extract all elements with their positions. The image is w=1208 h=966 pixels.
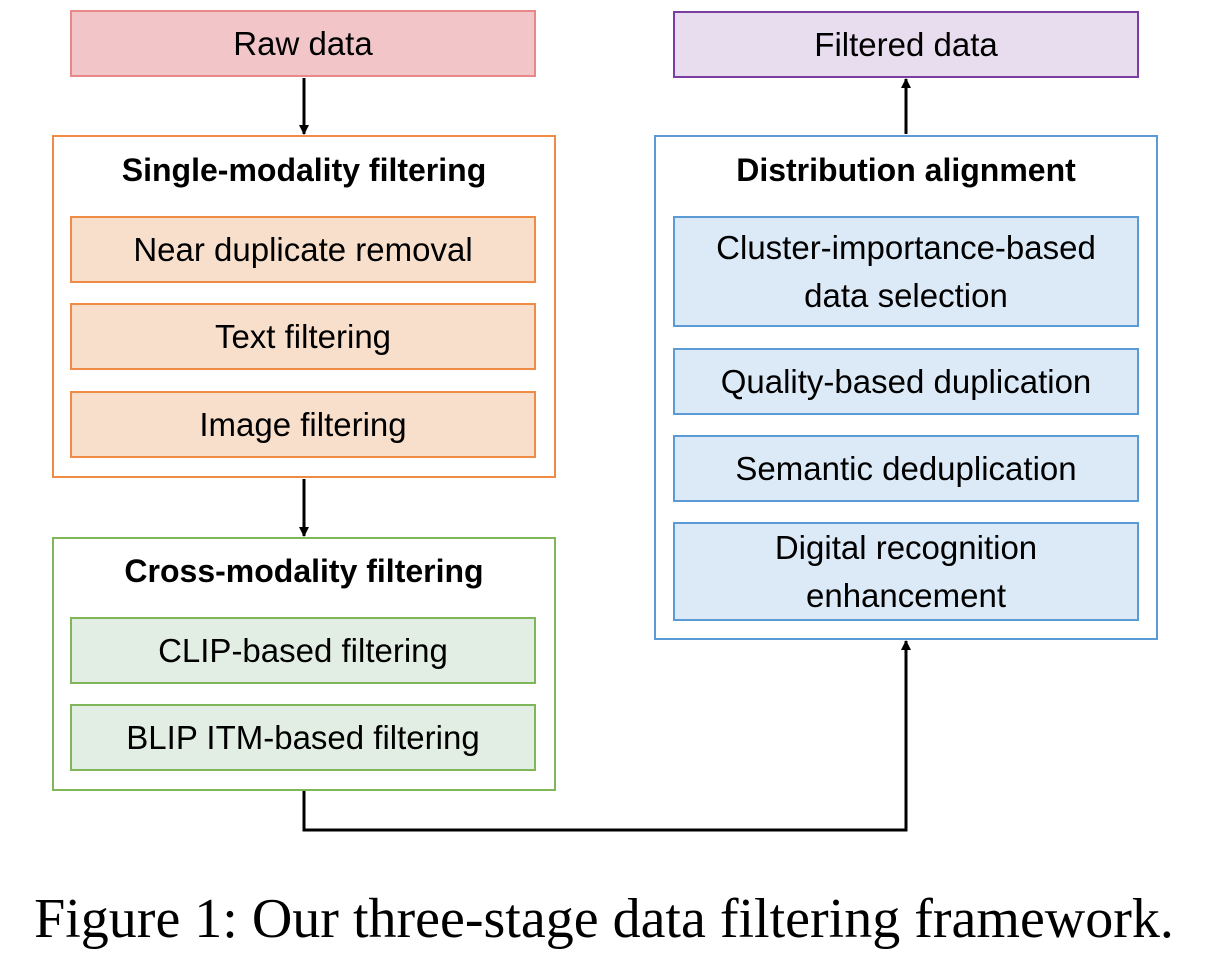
figure-caption: Figure 1: Our three-stage data filtering…: [34, 888, 1174, 950]
filtered-data-label: Filtered data: [814, 25, 998, 63]
semantic-deduplication-step: Semantic deduplication: [673, 435, 1139, 502]
distribution-alignment-title: Distribution alignment: [736, 152, 1076, 188]
digital-recognition-enhancement-step: Digital recognition enhancement: [673, 522, 1139, 621]
blip-itm-filtering-step: BLIP ITM-based filtering: [70, 704, 536, 771]
image-filtering-step: Image filtering: [70, 391, 536, 458]
near-duplicate-removal-step: Near duplicate removal: [70, 216, 536, 283]
arrow-cross-to-distribution: [302, 640, 911, 832]
quality-based-duplication-step: Quality-based duplication: [673, 348, 1139, 415]
raw-data-node: Raw data: [70, 10, 536, 77]
single-modality-title: Single-modality filtering: [121, 152, 487, 188]
image-filtering-label: Image filtering: [199, 405, 407, 443]
cluster-importance-selection-step: Cluster-importance-based data selection: [673, 216, 1139, 327]
text-filtering-label: Text filtering: [214, 317, 392, 355]
text-filtering-step: Text filtering: [70, 303, 536, 370]
quality-based-duplication-label: Quality-based duplication: [720, 362, 1092, 400]
digital-recognition-enhancement-label: Digital recognition enhancement: [774, 528, 1038, 614]
blip-itm-filtering-label: BLIP ITM-based filtering: [126, 718, 480, 756]
cluster-importance-selection-label: Cluster-importance-based data selection: [716, 228, 1096, 314]
clip-filtering-label: CLIP-based filtering: [158, 631, 448, 669]
semantic-deduplication-label: Semantic deduplication: [735, 449, 1077, 487]
raw-data-label: Raw data: [233, 24, 373, 62]
cross-modality-title: Cross-modality filtering: [124, 553, 484, 589]
near-duplicate-removal-label: Near duplicate removal: [133, 230, 473, 268]
filtered-data-node: Filtered data: [673, 11, 1139, 78]
clip-filtering-step: CLIP-based filtering: [70, 617, 536, 684]
